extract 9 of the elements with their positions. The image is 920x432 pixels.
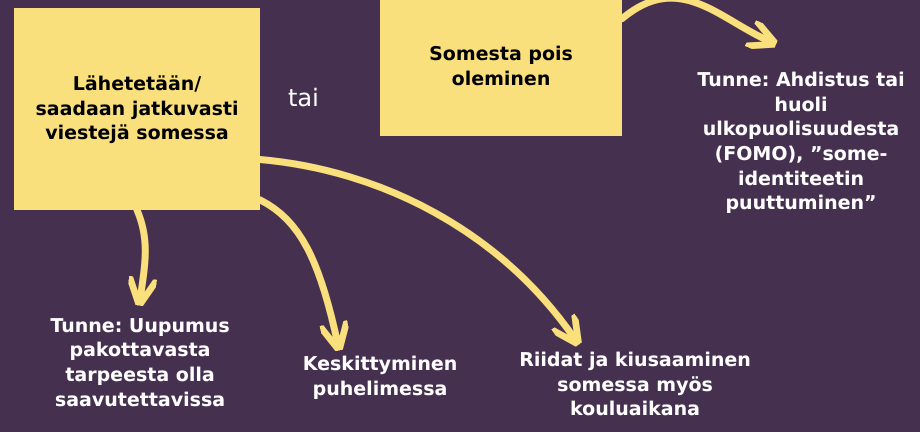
connector-word: tai <box>288 83 319 114</box>
feeling-text: Riidat ja kiusaaminen somessa myös kouluaikana <box>518 348 752 422</box>
feeling-text: Keskittyminen puhelimessa <box>302 352 458 402</box>
box-text: Lähetetään/ saadaan jatkuvasti viestejä somessa <box>34 72 240 146</box>
feeling-text: Tunne: Uupumus pakottavasta tarpeesta olla saavutettavissa <box>49 314 231 412</box>
box-text: Somesta pois oleminen <box>428 42 574 92</box>
note-box <box>14 8 260 210</box>
note-box <box>380 0 622 136</box>
feeling-text: Tunne: Ahdistus tai huoli ulkopuolisuudesta (FOMO), ”some-identiteetin puuttuminen” <box>696 68 906 216</box>
